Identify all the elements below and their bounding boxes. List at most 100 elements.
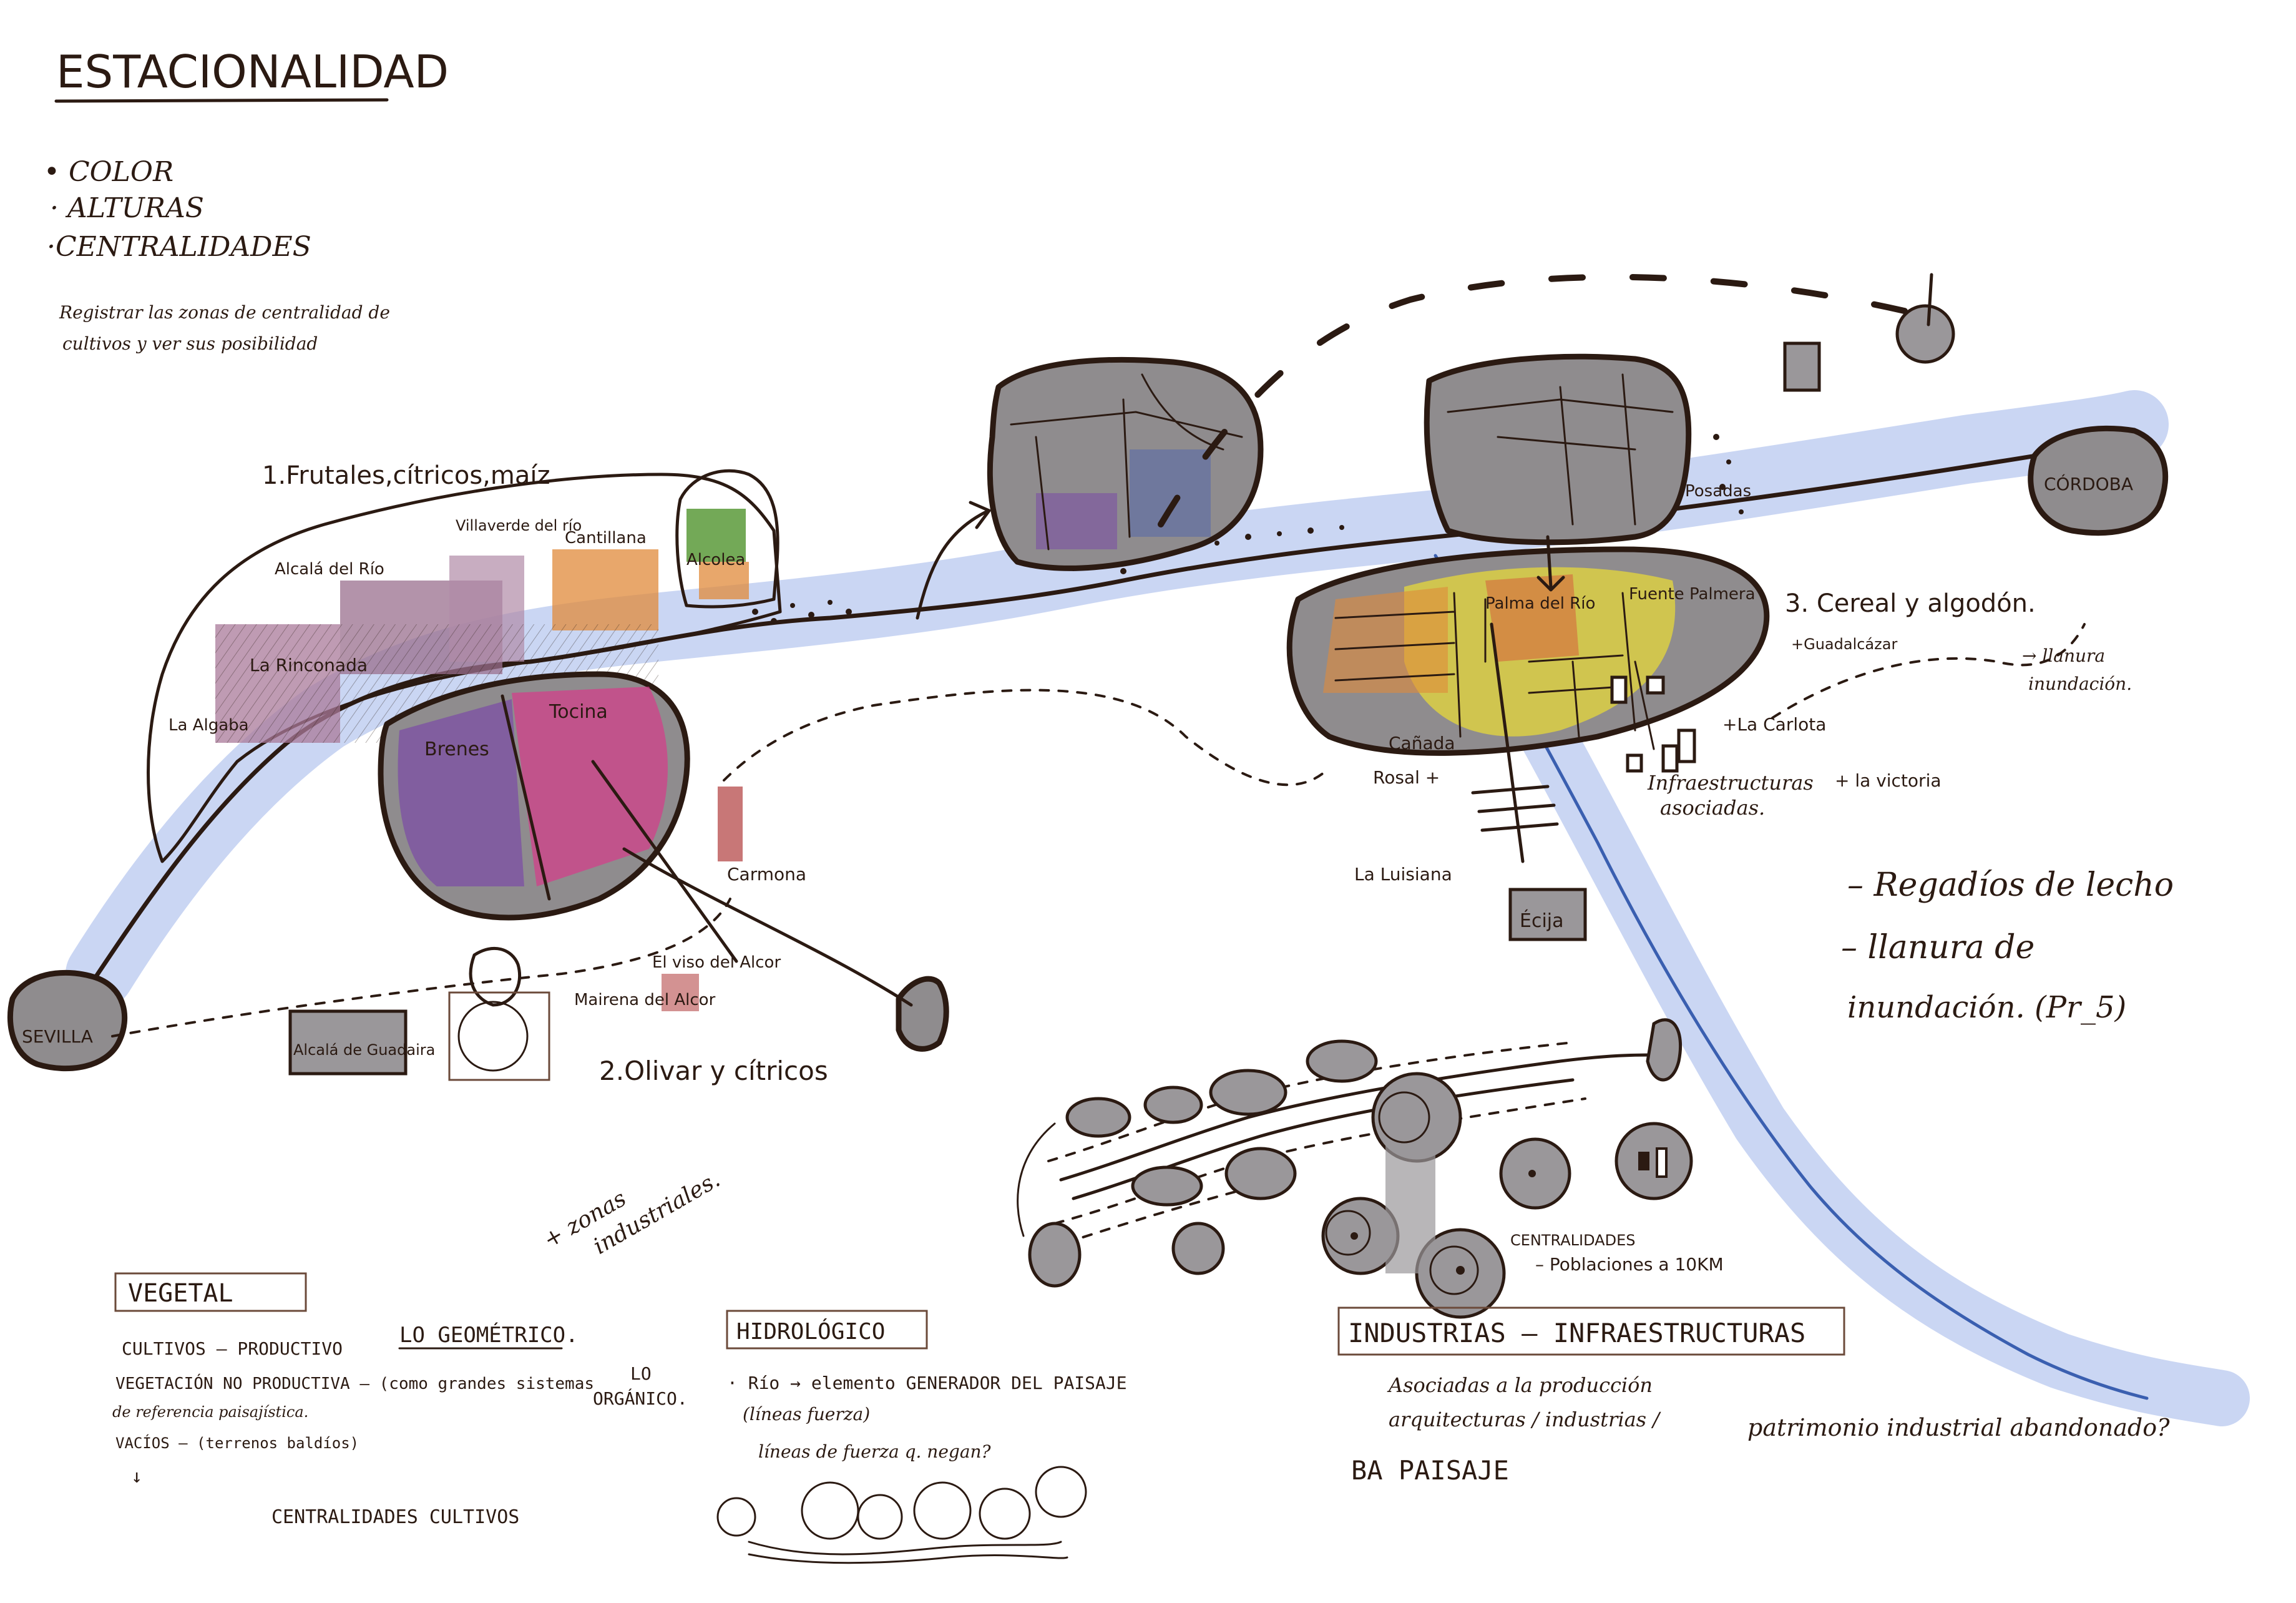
zone3-comb	[1471, 622, 1559, 863]
industrias-line-1: Asociadas a la producción	[1387, 1373, 1653, 1397]
intro-note-line2: cultivos y ver sus posibilidad	[62, 333, 318, 354]
vegetal-header-frame	[114, 1272, 307, 1312]
infra-label-2: asociadas.	[1660, 796, 1765, 820]
town-brenes: Brenes	[424, 738, 489, 760]
town-sevilla: SEVILLA	[22, 1026, 93, 1047]
zone2-divider	[501, 694, 551, 901]
town-tocina: Tocina	[549, 701, 608, 723]
town-la-algaba: La Algaba	[169, 716, 249, 735]
block-alcolea-orange	[699, 562, 749, 599]
lower-river-diagram	[1017, 1018, 1693, 1319]
carmona-block	[718, 787, 743, 861]
alcala-guadaira-box	[288, 1009, 408, 1076]
industrias-line-3: patrimonio industrial abandonado?	[1747, 1414, 2170, 1441]
hidro-line-2: (líneas fuerza)	[743, 1404, 870, 1424]
industrias-header-frame	[1337, 1306, 1845, 1356]
right-list-2: – llanura de	[1841, 929, 2035, 966]
arrow-to-topblob-head	[969, 501, 991, 529]
town-carmona: Carmona	[727, 864, 806, 885]
zone3-arrowhead	[1536, 576, 1565, 592]
top-arrow	[1927, 273, 1933, 326]
town-mairena: Mairena del Alcor	[574, 991, 716, 1009]
vegetal-line-2: LO GEOMÉTRICO.	[399, 1322, 579, 1348]
hidrologico-diagram	[716, 1466, 1087, 1564]
town-villaverde: Villaverde del río	[456, 517, 582, 534]
cordoba-blob	[2028, 425, 2169, 536]
llanura-note-1: → llanura	[2022, 645, 2105, 666]
mairena-block	[662, 974, 699, 1011]
vegetal-line-6: ORGÁNICO.	[593, 1388, 688, 1409]
top-blob-1-lines	[1010, 373, 1243, 551]
town-cantillana: Cantillana	[565, 529, 647, 547]
dashed-region-2	[723, 689, 1331, 787]
town-ecija: Écija	[1520, 909, 1564, 932]
industrias-line-2: arquitecturas / industrias /	[1389, 1408, 1661, 1431]
llanura-note-2: inundación.	[2028, 674, 2132, 694]
vegetal-line-5: de referencia paisajística.	[112, 1403, 308, 1421]
town-guadalcazar: +Guadalcázar	[1791, 635, 1897, 653]
top-blob-1-purple	[1036, 493, 1117, 549]
zone3-arrow	[1546, 535, 1553, 589]
bullet-centralidades: ·CENTRALIDADES	[47, 231, 311, 263]
zone1-alcolea-outline	[675, 469, 779, 609]
vegetal-line-9: CENTRALIDADES CULTIVOS	[271, 1506, 519, 1528]
sevilla-blob	[7, 969, 128, 1072]
lower-blob-outline	[469, 946, 522, 1007]
zone3-grid	[1334, 592, 1636, 738]
town-cordoba: CÓRDOBA	[2044, 473, 2133, 494]
zone2-magenta	[512, 687, 668, 886]
town-palma: Palma del Río	[1485, 594, 1595, 613]
town-la-carlota: +La Carlota	[1722, 714, 1826, 735]
top-blob-1	[987, 356, 1264, 571]
hidro-header-frame	[726, 1310, 928, 1350]
town-viso: El viso del Alcor	[652, 953, 781, 972]
dashed-region-1	[111, 898, 731, 1037]
bullet-alturas: · ALTURAS	[50, 192, 204, 224]
town-rosal: Rosal +	[1373, 767, 1440, 788]
dashed-region-3	[1771, 623, 2086, 719]
vegetal-line-4: LO	[630, 1363, 652, 1384]
river-dots	[752, 434, 1744, 624]
block-cantillana	[552, 549, 658, 630]
hidro-line-1: · Río → elemento GENERADOR DEL PAISAJE	[727, 1373, 1127, 1393]
zone1-outline	[147, 473, 782, 863]
lower-circle	[457, 1001, 529, 1072]
town-la-luisiana: La Luisiana	[1354, 864, 1452, 885]
top-blob-1-blue	[1130, 449, 1211, 537]
vegetal-line-8: ↓	[131, 1466, 142, 1488]
town-fuente-palmera: Fuente Palmera	[1629, 585, 1756, 604]
industrias-line-4: BA PAISAJE	[1351, 1455, 1509, 1486]
vegetal-line-7: VACÍOS – (terrenos baldíos)	[115, 1434, 359, 1452]
vegetal-line-3: VEGETACIÓN NO PRODUCTIVA – (como grandes…	[115, 1373, 594, 1393]
town-la-rinconada: La Rinconada	[250, 655, 368, 675]
vegetal-header: VEGETAL	[128, 1279, 233, 1308]
industrias-header: INDUSTRIAS – INFRAESTRUCTURAS	[1348, 1318, 1805, 1348]
zone3-label: 3. Cereal y algodón.	[1785, 589, 2036, 618]
river-system	[66, 390, 2250, 1426]
town-la-victoria: + la victoria	[1835, 770, 1942, 791]
centralidades-sub: – Poblaciones a 10KM	[1535, 1254, 1724, 1275]
arrow-to-topblob	[916, 510, 988, 620]
zone2-purple	[398, 699, 524, 886]
lower-frame	[448, 991, 550, 1081]
zone2-label: 2.Olivar y cítricos	[599, 1056, 828, 1086]
top-square	[1783, 341, 1821, 392]
right-list-1: – Regadíos de lecho	[1847, 866, 2174, 904]
zone2-line	[591, 760, 738, 963]
bullet-color: • COLOR	[44, 156, 173, 188]
zone1-label: 1.Frutales,cítricos,maíz	[262, 461, 550, 490]
town-alcala-rio: Alcalá del Río	[275, 560, 384, 579]
title-underline	[54, 98, 389, 103]
town-canada: Cañada	[1389, 733, 1455, 753]
right-list-3: inundación. (Pr_5)	[1847, 990, 2126, 1025]
top-circle	[1895, 304, 1955, 364]
carmona-end-blob	[896, 976, 949, 1052]
top-blob-2	[1424, 353, 1692, 546]
intro-note-line1: Registrar las zonas de centralidad de	[59, 302, 390, 323]
block-alcolea-green	[686, 509, 746, 562]
town-alcolea: Alcolea	[686, 551, 745, 569]
carmona-connector	[622, 847, 913, 1007]
ecija-box	[1508, 888, 1587, 941]
